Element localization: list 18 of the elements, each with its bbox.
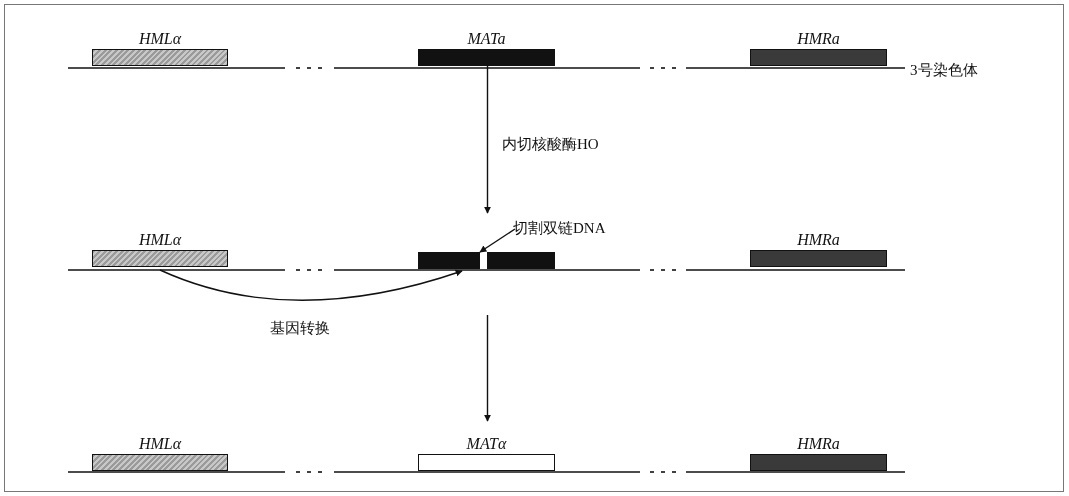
edge-label: 内切核酸酶HO [500,134,601,154]
gene-label: MATα [466,434,507,454]
edge-label: 基因转换 [268,318,332,338]
arrow [484,65,491,214]
arrow [484,314,491,422]
gene-label: HMRa [797,434,840,454]
arrow [479,228,516,253]
gene-segment [418,252,480,269]
gene-segment [487,252,555,269]
chromosome-label: 3号染色体 [910,60,978,80]
gene-label: HMRa [797,230,840,250]
annotation-text: 切割双链DNA [513,217,606,239]
gene-label: HMLα [138,434,182,454]
gene-label: HMLα [138,29,182,49]
gene-label: MATa [467,29,506,49]
gene-label: HMLα [138,230,182,250]
gene-label: HMRa [797,29,840,49]
arrow [159,269,463,301]
